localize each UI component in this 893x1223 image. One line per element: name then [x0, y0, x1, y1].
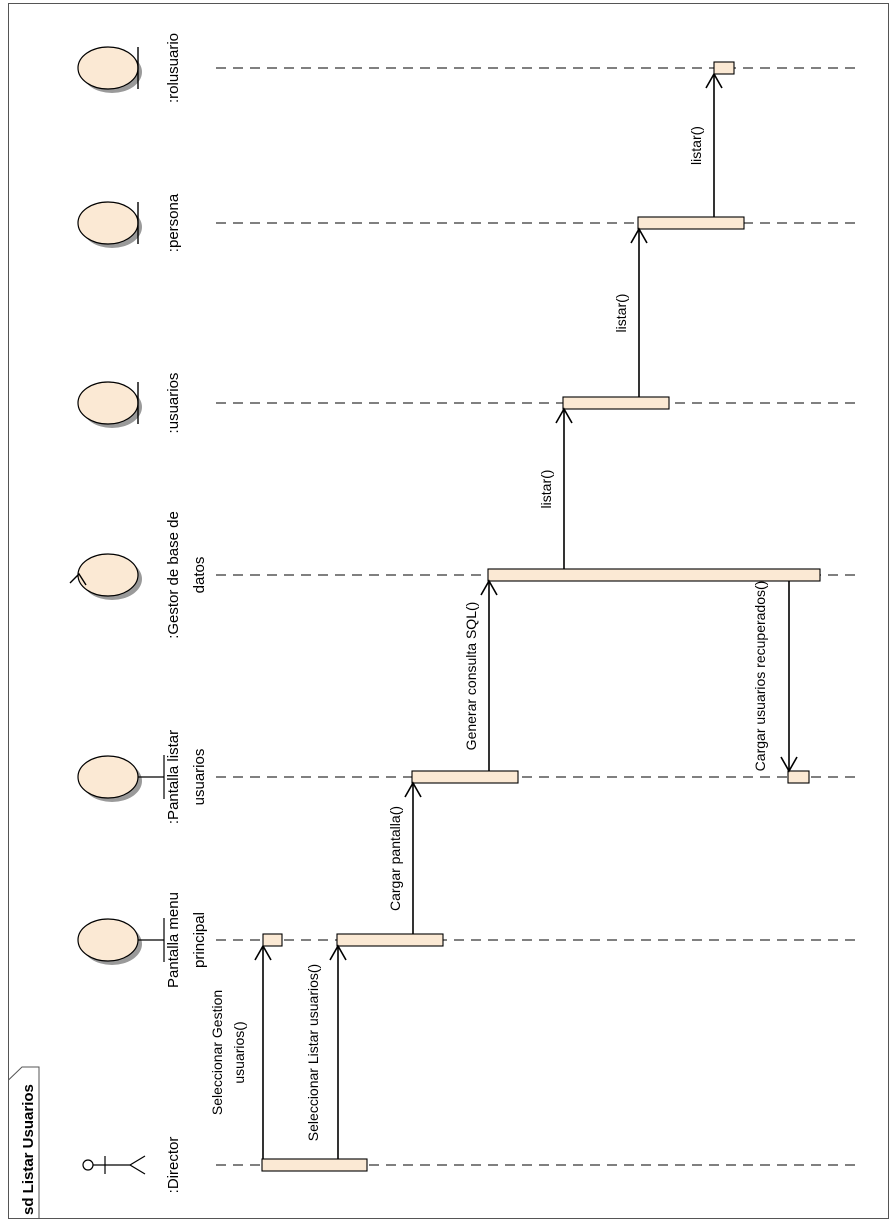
- message-label: listar(): [538, 470, 554, 509]
- control-icon: [69, 553, 142, 600]
- activation-director: [261, 1158, 368, 1172]
- lifeline-gestor-base-datos-label: :Gestor de base de: [165, 511, 182, 639]
- entity-icon: [77, 381, 142, 428]
- message-label: Seleccionar Gestion: [209, 990, 225, 1115]
- lifeline-gestor-base-datos-head: :Gestor de base de datos: [69, 511, 208, 639]
- arrowhead-icon: [329, 944, 347, 961]
- arrowhead-icon: [404, 781, 422, 798]
- lifeline-pantalla-menu-principal-head: Pantalla menu principal: [77, 892, 208, 988]
- actor-icon: [82, 1155, 146, 1175]
- lifeline-rolusuario-label: :rolusuario: [165, 33, 182, 103]
- frame-title: sd Listar Usuarios: [20, 1084, 37, 1215]
- arrowhead-icon: [630, 227, 648, 244]
- activation-menu-2: [336, 933, 444, 947]
- boundary-icon: [77, 755, 165, 802]
- diagram-frame: [8, 3, 889, 1219]
- message-seleccionar-listar-usuarios: Seleccionar Listar usuarios(): [305, 944, 347, 1159]
- lifeline-persona-label: :persona: [165, 193, 182, 252]
- boundary-icon: [77, 918, 165, 965]
- arrowhead-icon: [555, 407, 573, 424]
- activation-rolusuario: [713, 61, 735, 75]
- message-label: Cargar usuarios recuperados(): [752, 581, 768, 772]
- entity-icon: [77, 46, 142, 93]
- activation-pantalla-1: [411, 770, 519, 784]
- message-listar-rolusuario: listar(): [688, 72, 723, 217]
- lifeline-director-head: :Director: [82, 1137, 182, 1194]
- message-label: listar(): [688, 126, 704, 165]
- lifeline-pantalla-menu-principal-label-line2: principal: [191, 912, 208, 968]
- message-generar-consulta-sql: Generar consulta SQL(): [463, 579, 498, 771]
- message-listar-persona: listar(): [613, 227, 648, 397]
- message-seleccionar-gestion-usuarios: Seleccionar Gestion usuarios(): [209, 944, 272, 1159]
- message-label: listar(): [613, 294, 629, 333]
- message-label: Generar consulta SQL(): [463, 602, 479, 751]
- arrowhead-icon: [780, 756, 798, 773]
- lifeline-persona-head: :persona: [77, 193, 182, 252]
- activation-pantalla-2: [787, 770, 810, 784]
- lifeline-pantalla-menu-principal-label: Pantalla menu: [165, 892, 182, 988]
- arrowhead-icon: [705, 72, 723, 89]
- activation-usuarios: [562, 396, 670, 410]
- activation-menu-1: [262, 933, 283, 947]
- frame-title-tab: sd Listar Usuarios: [8, 1066, 40, 1218]
- arrowhead-icon: [480, 579, 498, 596]
- activations: [261, 61, 821, 1172]
- lifeline-usuarios-head: :usuarios: [77, 373, 182, 434]
- lifeline-pantalla-listar-usuarios-label: :Pantalla listar: [165, 730, 182, 824]
- message-label: Cargar pantalla(): [387, 806, 403, 911]
- arrowhead-icon: [254, 944, 272, 961]
- message-cargar-pantalla: Cargar pantalla(): [387, 781, 422, 934]
- lifeline-usuarios-label: :usuarios: [165, 373, 182, 434]
- message-label: Seleccionar Listar usuarios(): [305, 964, 321, 1141]
- lifeline-gestor-base-datos-label-line2: datos: [191, 557, 208, 594]
- activation-persona: [637, 216, 745, 230]
- message-label-line2: usuarios(): [231, 1021, 247, 1083]
- message-listar-usuarios: listar(): [538, 407, 573, 569]
- entity-icon: [77, 201, 142, 248]
- lifeline-pantalla-listar-usuarios-label-line2: usuarios: [191, 749, 208, 806]
- lifeline-director-label: :Director: [165, 1137, 182, 1194]
- message-cargar-usuarios-recuperados: Cargar usuarios recuperados(): [752, 581, 798, 773]
- activation-gestor: [487, 568, 821, 582]
- lifeline-rolusuario-head: :rolusuario: [77, 33, 182, 103]
- lifeline-pantalla-listar-usuarios-head: :Pantalla listar usuarios: [77, 730, 208, 824]
